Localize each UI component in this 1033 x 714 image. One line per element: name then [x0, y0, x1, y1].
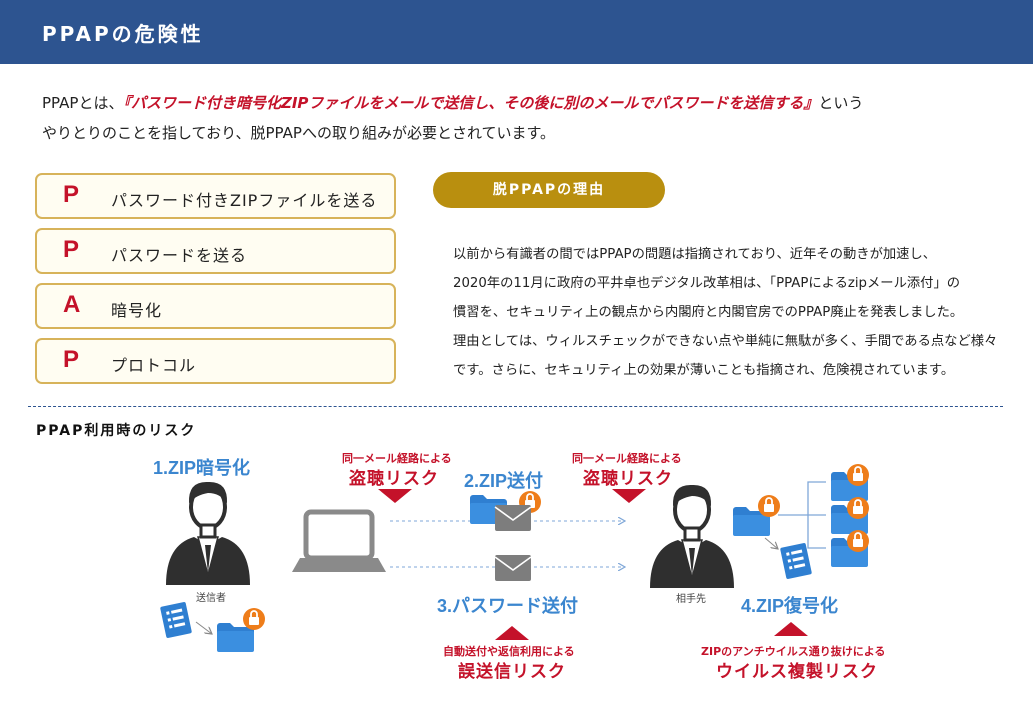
risk-marker-up: [774, 622, 808, 636]
acronym-letter: A: [63, 291, 81, 318]
lock-icon: [846, 529, 870, 553]
acronym-box-p1: P パスワード付きZIPファイルを送る: [35, 173, 396, 219]
virus-cause: ZIPのアンチウイルス通り抜けによる: [701, 645, 886, 658]
acronym-box-a: A 暗号化: [35, 283, 396, 329]
step-password-send: 3.パスワード送付: [437, 596, 579, 616]
acronym-box-p3: P プロトコル: [35, 338, 396, 384]
acronym-text: プロトコル: [111, 356, 197, 375]
intro-suffix: という: [818, 94, 864, 112]
lock-icon: [242, 607, 266, 631]
eavesdrop2-cause: 同一メール経路による: [572, 452, 682, 465]
lock-icon: [757, 494, 781, 518]
document-icon: [779, 542, 813, 580]
sender-label: 送信者: [196, 593, 226, 604]
intro-highlight: 『パスワード付き暗号化ZIPファイルをメールで送信し、その後に別のメールでパスワ…: [123, 94, 819, 112]
eavesdrop1-cause: 同一メール経路による: [342, 452, 452, 465]
reason-title-pill: 脱PPAPの理由: [433, 172, 665, 208]
page-title: PPAPの危険性: [42, 22, 204, 46]
acronym-text: パスワードを送る: [111, 246, 248, 265]
reason-line: 以前から有識者の間ではPPAPの問題は指摘されており、近年その動きが加速し、: [453, 247, 937, 262]
mail-icon: [494, 504, 532, 532]
reason-line: です。さらに、セキュリティ上の効果が薄いことも指摘され、危険視されています。: [453, 363, 955, 378]
intro-text: PPAPとは、『パスワード付き暗号化ZIPファイルをメールで送信し、その後に別の…: [42, 88, 1002, 148]
reason-line: 理由としては、ウィルスチェックができない点や単純に無駄が多く、手間である点など様…: [453, 334, 998, 349]
document-icon: [159, 601, 193, 639]
misdelivery-risk: 誤送信リスク: [458, 662, 566, 682]
intro-line2: やりとりのことを指しており、脱PPAPへの取り組みが必要とされています。: [42, 124, 555, 142]
risk-marker-up: [495, 626, 529, 640]
intro-prefix: PPAPとは、: [42, 94, 124, 112]
reason-line: 2020年の11月に政府の平井卓也デジタル改革相は、「PPAPによるzipメール…: [453, 276, 961, 291]
acronym-text: 暗号化: [111, 301, 163, 320]
reason-line: 慣習を、セキュリティ上の観点から内閣府と内閣官房でのPPAP廃止を発表しました。: [453, 305, 964, 320]
receiver-label: 相手先: [676, 594, 706, 605]
virus-risk: ウイルス複製リスク: [716, 662, 878, 682]
sender-icon: [164, 479, 252, 587]
page-header: PPAPの危険性: [0, 0, 1033, 64]
lock-icon: [846, 496, 870, 520]
laptop-icon: [292, 509, 386, 572]
acronym-box-p2: P パスワードを送る: [35, 228, 396, 274]
acronym-text: パスワード付きZIPファイルを送る: [111, 191, 378, 210]
section-divider: [28, 406, 1003, 407]
reason-title: 脱PPAPの理由: [492, 182, 606, 198]
lock-icon: [846, 463, 870, 487]
password-mail-icon: [494, 554, 532, 582]
acronym-letter: P: [63, 346, 80, 373]
receiver-icon: [648, 482, 736, 590]
acronym-letter: P: [63, 181, 80, 208]
step-zip-send: 2.ZIP送付: [464, 471, 544, 491]
risk-marker-down: [378, 489, 412, 503]
eavesdrop2-risk: 盗聴リスク: [583, 469, 673, 489]
misdelivery-cause: 自動送付や返信利用による: [443, 645, 575, 658]
risk-marker-down: [612, 489, 646, 503]
acronym-letter: P: [63, 236, 80, 263]
reason-body: 以前から有識者の間ではPPAPの問題は指摘されており、近年その動きが加速し、 2…: [453, 240, 1003, 385]
risks-heading: PPAP利用時のリスク: [36, 423, 197, 439]
eavesdrop1-risk: 盗聴リスク: [349, 469, 439, 489]
spread-lines: [778, 481, 826, 549]
step-zip-encrypt: 1.ZIP暗号化: [153, 458, 251, 478]
step-zip-decrypt: 4.ZIP復号化: [741, 596, 839, 616]
